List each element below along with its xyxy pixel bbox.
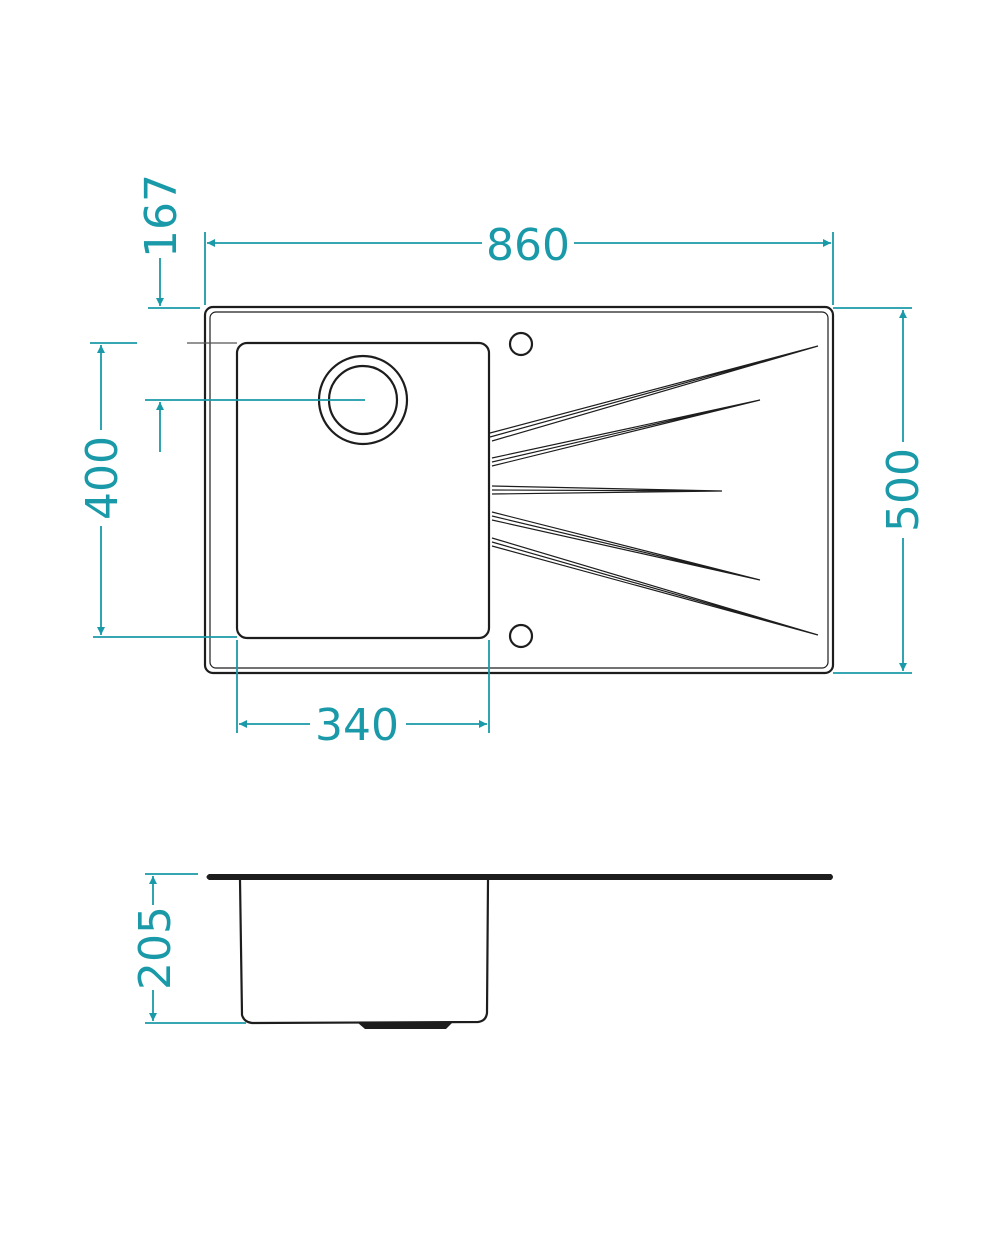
dimension-label-167: 167 — [136, 174, 187, 258]
dimension-overall-depth: 500 — [833, 307, 929, 674]
sink-outer-edge — [203, 305, 835, 675]
dimension-label-860: 860 — [486, 220, 570, 271]
sink-inner-edge — [209, 311, 829, 669]
dimension-label-500: 500 — [878, 448, 929, 532]
tap-hole-bottom — [508, 623, 534, 649]
dimension-bowl-height: 205 — [130, 873, 246, 1024]
sink-deck-profile — [206, 874, 833, 880]
bowl-profile — [238, 879, 490, 1025]
drain-profile — [358, 1023, 452, 1029]
dimension-label-340: 340 — [315, 700, 399, 751]
bowl-outline — [235, 341, 491, 640]
dimension-label-400: 400 — [77, 436, 128, 520]
tap-hole-top — [508, 331, 534, 357]
top-view — [203, 305, 835, 675]
dimension-label-205: 205 — [130, 906, 181, 990]
drainer-grooves — [489, 345, 819, 636]
side-view — [206, 874, 833, 1029]
dimension-overall-width: 860 — [204, 220, 834, 305]
dimension-drain-offset: 167 — [136, 174, 365, 452]
dimension-bowl-width: 340 — [236, 640, 490, 751]
dimension-bowl-depth: 400 — [77, 342, 237, 638]
